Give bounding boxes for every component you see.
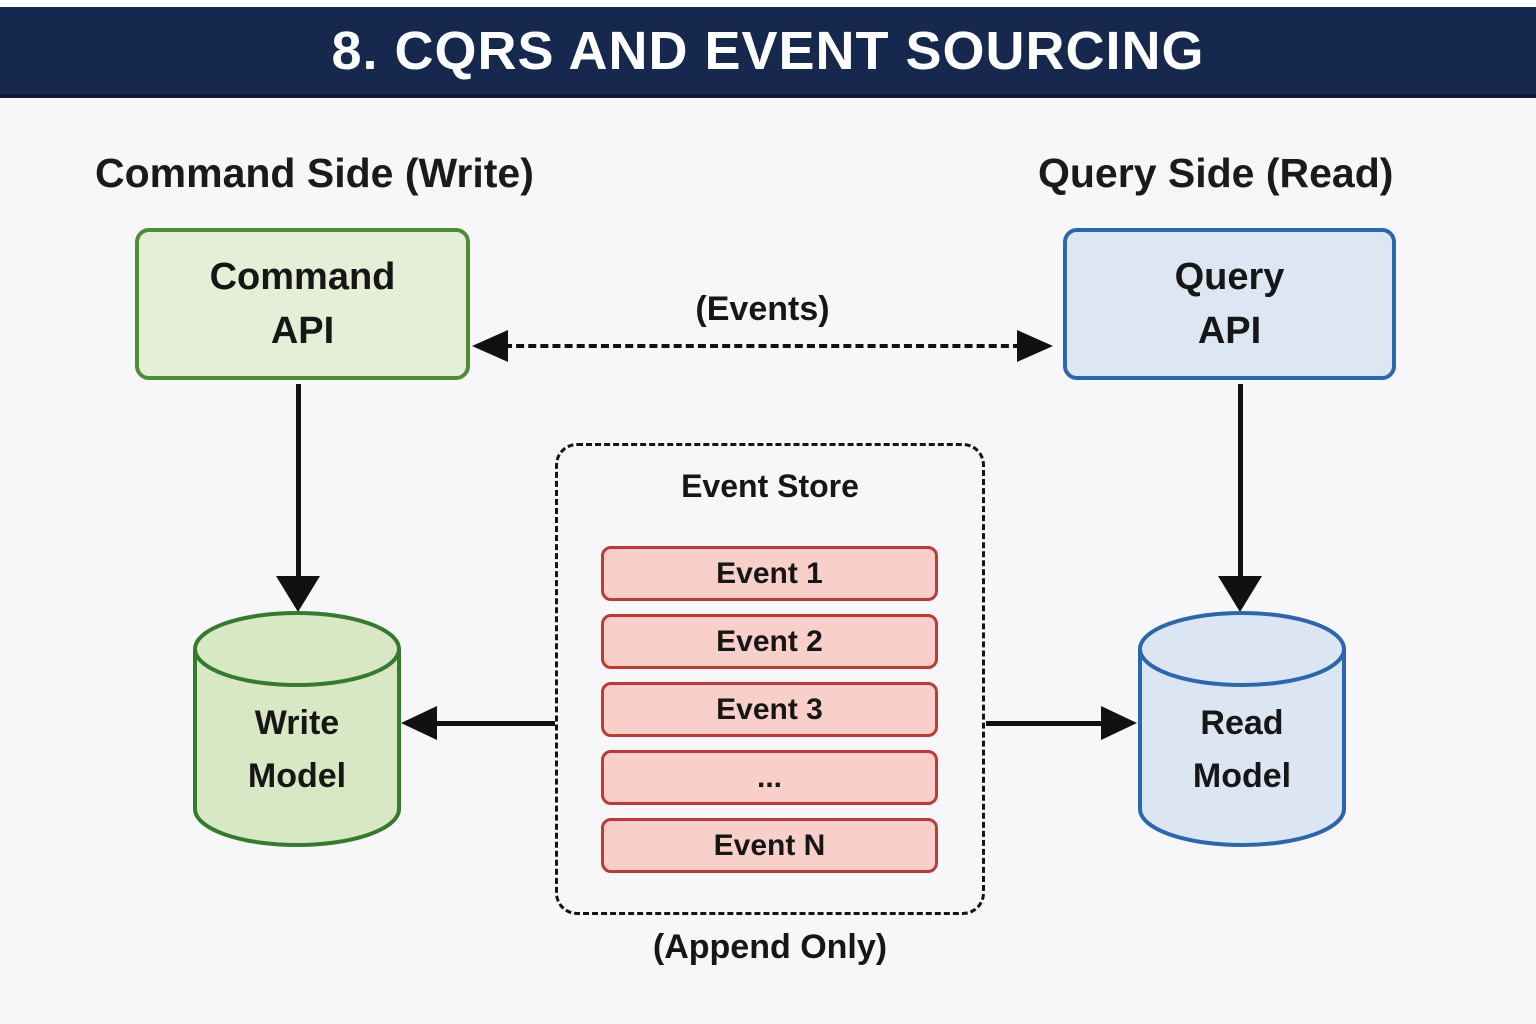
query-api-label-line1: Query (1174, 256, 1285, 298)
header-bar: 8. CQRS AND EVENT SOURCING (0, 7, 1536, 98)
dashed-line (504, 344, 1021, 348)
database-cylinder-icon (1138, 611, 1346, 847)
query-api-node: Query API (1063, 228, 1396, 380)
command-api-label-line1: Command (209, 256, 396, 298)
read-model-label-line2: Model (1192, 757, 1292, 795)
event-row: Event 3 (601, 682, 938, 737)
command-api-label-line2: API (270, 310, 335, 352)
arrow-query-to-read-head-icon (1218, 576, 1262, 612)
arrow-command-to-write-head-icon (276, 576, 320, 612)
arrow-store-to-write-line (437, 721, 555, 726)
database-cylinder-icon (193, 611, 401, 847)
arrow-store-to-write-head-icon (401, 706, 437, 740)
event-store-title: Event Store (681, 468, 859, 504)
query-api-label-line2: API (1197, 310, 1262, 352)
arrow-store-to-read-head-icon (1101, 706, 1137, 740)
read-model-label: Read Model (1136, 697, 1348, 803)
write-model-label-line1: Write (254, 704, 340, 742)
event-row: Event 1 (601, 546, 938, 601)
page-title: 8. CQRS AND EVENT SOURCING (331, 20, 1205, 81)
event-row: Event 2 (601, 614, 938, 669)
command-api-node: Command API (135, 228, 470, 380)
event-store-container: Event Store Event 1 Event 2 Event 3 ... … (555, 443, 985, 915)
arrow-store-to-read-line (986, 721, 1104, 726)
arrow-query-to-read-line (1238, 384, 1243, 578)
write-model-cylinder: Write Model (191, 609, 403, 849)
section-label-command-side: Command Side (Write) (95, 150, 534, 196)
arrowhead-left-icon (472, 330, 508, 362)
arrow-command-to-write-line (296, 384, 301, 578)
write-model-label-line2: Model (247, 757, 347, 795)
read-model-cylinder: Read Model (1136, 609, 1348, 849)
write-model-label: Write Model (191, 697, 403, 803)
section-label-query-side: Query Side (Read) (1038, 150, 1394, 196)
events-dashed-arrow (472, 328, 1053, 364)
event-row: Event N (601, 818, 938, 873)
read-model-label-line1: Read (1200, 704, 1284, 742)
arrowhead-right-icon (1017, 330, 1053, 362)
event-row: ... (601, 750, 938, 805)
top-strip (0, 0, 1536, 7)
append-only-label: (Append Only) (652, 928, 888, 966)
events-arrow-label: (Events) (695, 290, 830, 328)
